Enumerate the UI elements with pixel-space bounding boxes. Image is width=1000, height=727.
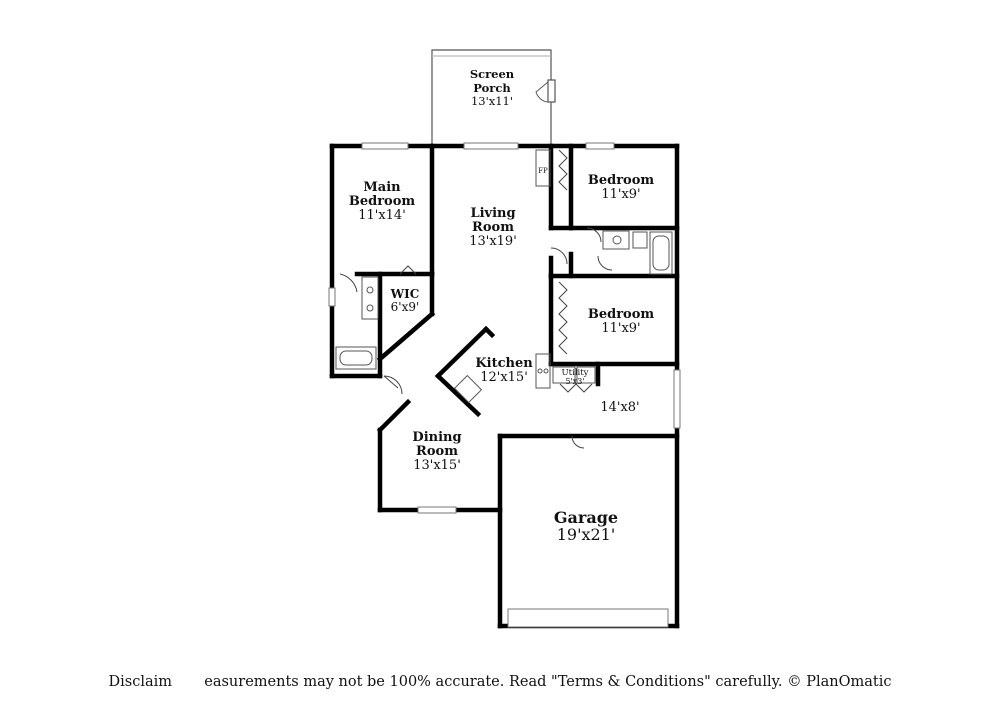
living-room-label-line2: Room: [472, 220, 514, 235]
fixtures: [335, 149, 673, 404]
living-room-size: 13'x19': [469, 234, 517, 249]
disclaimer-text: Disclaim easurements may not be 100% acc…: [108, 674, 892, 690]
screen-porch-label-line1: Screen: [470, 67, 515, 81]
main-bedroom-label-line1: Main: [363, 180, 401, 195]
bedroom-1-label: Bedroom: [588, 173, 655, 188]
room-14x8-size: 14'x8': [600, 400, 639, 415]
bedroom-2-label: Bedroom: [588, 307, 655, 322]
wic-size: 6'x9': [391, 300, 420, 314]
walls: [329, 143, 680, 629]
screen-porch-outline: [431, 49, 556, 148]
windows: [328, 142, 681, 628]
bedroom-1-size: 11'x9': [601, 187, 640, 202]
main-bedroom-size: 11'x14': [358, 208, 406, 223]
garage-size: 19'x21': [557, 525, 616, 544]
utility-size: 5'x3': [565, 377, 584, 386]
door-swings: [339, 149, 613, 449]
kitchen-size: 12'x15': [480, 370, 528, 385]
main-bedroom-label-line2: Bedroom: [349, 194, 416, 209]
screen-porch-size: 13'x11': [471, 94, 513, 108]
utility-label: Utility: [562, 368, 589, 378]
living-room-label-line1: Living: [470, 206, 515, 221]
porch-door-swing: [535, 81, 549, 103]
bedroom-2-size: 11'x9': [601, 321, 640, 336]
kitchen-label: Kitchen: [475, 356, 533, 371]
screen-porch-label-line2: Porch: [473, 81, 511, 95]
garage-label: Garage: [554, 508, 618, 527]
fireplace-label: FP: [538, 167, 548, 175]
dining-room-size: 13'x15': [413, 458, 461, 473]
wic-label: WIC: [390, 287, 420, 301]
dining-room-label-line1: Dining: [412, 430, 461, 445]
dining-room-label-line2: Room: [416, 444, 458, 459]
